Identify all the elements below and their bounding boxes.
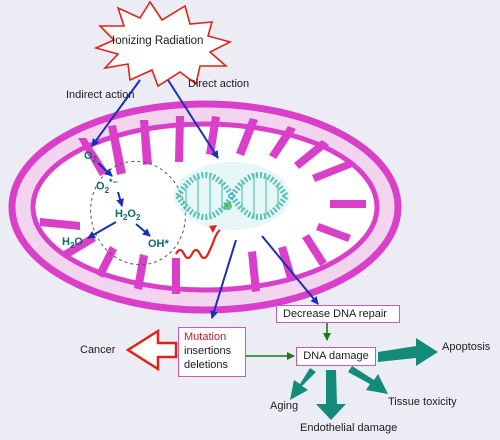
dna-repair-box: Decrease DNA repair: [276, 305, 400, 323]
cancer-arrow: [125, 328, 178, 372]
dna-damage-box: DNA damage: [296, 347, 376, 366]
aging-label: Aging: [270, 400, 299, 412]
wavy-ray-icon: [175, 229, 221, 260]
indirect-action-label: Indirect action: [66, 89, 135, 101]
teal-arrows: [290, 338, 438, 420]
starburst-icon: [93, 0, 233, 88]
mutation-insertions: insertions: [184, 345, 232, 357]
blue-arrows: [87, 79, 319, 319]
tissue-toxicity-label: Tissue toxicity: [388, 396, 457, 408]
dna-helix-icon: [174, 162, 290, 230]
h2o-label: H2O: [62, 236, 83, 251]
direct-action-label: Direct action: [188, 78, 250, 90]
superoxide-label: O2*−: [96, 177, 118, 195]
green-arrows: [246, 322, 331, 360]
mutation-deletions: deletions: [184, 359, 229, 371]
apoptosis-label: Apoptosis: [442, 341, 491, 353]
cancer-label: Cancer: [80, 344, 116, 356]
mutation-box: Mutation insertions deletions: [178, 327, 246, 377]
mutation-title: Mutation: [184, 331, 227, 343]
ray-arrowhead: [209, 225, 217, 233]
h2o2-label: H2O2: [115, 208, 141, 223]
ros-boundary: [90, 160, 186, 266]
radiation-label: Ionizing Radiation: [112, 35, 204, 47]
hydroxyl-radical-label: OH*: [148, 238, 169, 250]
endothelial-damage-label: Endothelial damage: [300, 422, 398, 434]
o2-label: O2: [84, 150, 98, 165]
